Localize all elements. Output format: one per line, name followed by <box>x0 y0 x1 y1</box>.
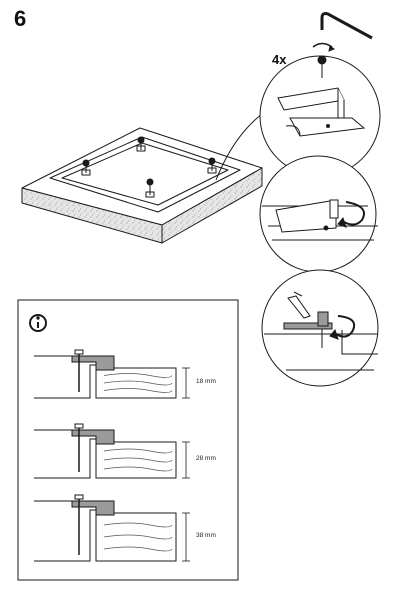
screw-head-2 <box>74 423 84 429</box>
detail-circle-screwdriver <box>215 12 381 181</box>
detail-circle-rotate <box>259 155 378 273</box>
bracket-section-3 <box>71 500 115 516</box>
bracket-section-2 <box>71 429 115 445</box>
info-icon <box>29 314 47 332</box>
info-sections <box>34 349 190 562</box>
wood-grain <box>103 373 173 378</box>
wood-grain <box>103 534 173 540</box>
wood-grain <box>103 380 173 386</box>
worktop-section-1 <box>95 367 177 399</box>
screw-front <box>146 178 154 195</box>
screw-left <box>82 159 90 173</box>
cabinet-side-3 <box>34 500 99 562</box>
wood-grain <box>103 546 173 552</box>
bracket-section-1 <box>71 355 115 371</box>
worktop-edge-right <box>161 167 263 244</box>
thickness-label: 38 mm <box>196 532 216 539</box>
step-number: 6 <box>14 6 27 31</box>
worktop-section-3 <box>95 512 177 562</box>
wood-grain <box>103 522 173 528</box>
allen-key-icon <box>320 12 373 40</box>
repeat-count: 4x <box>272 52 287 67</box>
screw-head-3 <box>74 494 84 500</box>
wood-grain <box>103 457 173 463</box>
thickness-label: 28 mm <box>196 455 216 462</box>
worktop-assembly <box>21 127 263 244</box>
hand-icon <box>287 295 311 319</box>
detail-circle-press <box>261 269 379 387</box>
screw-right <box>208 157 216 171</box>
wood-grain <box>103 466 173 472</box>
frame-inner <box>61 142 229 206</box>
screw-back <box>137 136 145 150</box>
cabinet-side-2 <box>34 429 99 479</box>
rotate-arrow-icon-2 <box>335 315 356 338</box>
thickness-label: 18 mm <box>196 378 216 385</box>
worktop-section-2 <box>95 441 177 479</box>
wood-grain <box>103 388 173 393</box>
wood-grain <box>103 448 173 454</box>
screw-head-1 <box>74 349 84 355</box>
rotate-arrow-icon <box>343 201 365 226</box>
